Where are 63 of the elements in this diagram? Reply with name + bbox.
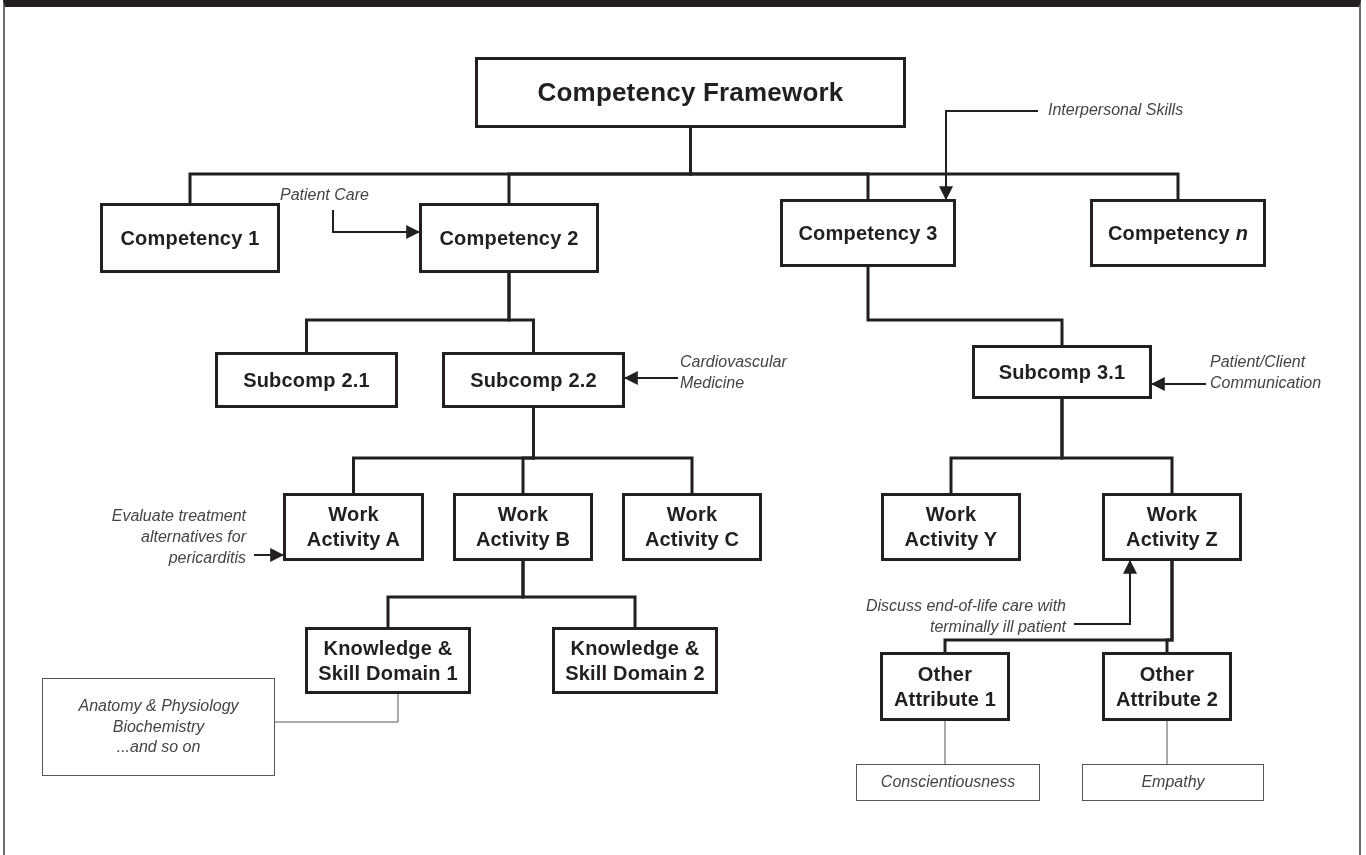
leader-line [1166,720,1168,765]
box-label: Competency 1 [120,225,260,251]
annotation-text: Discuss end-of-life care with terminally ill patient [826,596,1066,640]
process-box [1102,493,1242,561]
arrow [332,209,421,239]
process-box [622,493,762,561]
note-box [1082,764,1264,801]
note-box [856,764,1040,801]
box-label: Work Activity Z [1125,502,1219,552]
process-box [100,203,280,273]
box-text: Biochemistry [112,716,205,737]
connector-line [866,267,1064,345]
process-box [283,493,424,561]
arrow [939,110,1039,201]
box-label: Competency Framework [537,76,844,109]
process-box [475,57,906,128]
box-label: Work Activity C [643,502,741,552]
process-box [215,352,398,408]
box-label: Knowledge & Skill Domain 1 [317,635,459,686]
box-text: Anatomy & Physiology [78,695,239,716]
box-label: Subcomp 2.2 [470,367,597,393]
box-label: Knowledge & Skill Domain 2 [564,635,706,686]
connector-line [1165,561,1174,652]
box-label: Competency n [1107,220,1249,246]
process-box [453,493,593,561]
box-label: Work Activity Y [903,502,999,552]
arrow [1150,377,1207,391]
box-label: Competency 3 [798,220,938,246]
process-box [881,493,1021,561]
annotation-text: Evaluate treatment alternatives for pericarditis [70,506,246,574]
arrow [623,371,679,385]
box-label: Competency 2 [439,225,579,251]
process-box [1090,199,1266,267]
box-label: Other Attribute 2 [1114,661,1220,712]
process-box [972,345,1152,399]
note-box [42,678,275,776]
process-box [880,652,1010,721]
box-label: Other Attribute 1 [892,661,998,712]
process-box [552,627,718,694]
box-label: Subcomp 2.1 [243,367,370,393]
connector-line [507,273,535,352]
arrow [253,548,285,562]
annotation-text: Patient/Client Communication [1210,352,1362,398]
box-text: Conscientiousness [880,772,1016,793]
connector-line [521,561,637,627]
process-box [442,352,625,408]
box-label: Subcomp 3.1 [998,359,1126,385]
box-label: Work Activity A [305,502,402,552]
connector-line [1060,399,1174,493]
annotation-text: Cardiovascular Medicine [680,352,810,398]
annotation-text: Patient Care [280,185,392,207]
box-label: Work Activity B [474,502,572,552]
annotation-text: Interpersonal Skills [1048,100,1228,122]
leader-line [274,693,399,723]
box-text: ...and so on [116,737,201,758]
arrow [1073,559,1137,625]
leader-line [944,720,946,765]
process-box [1102,652,1232,721]
process-box [780,199,956,267]
process-box [305,627,471,694]
box-text: Empathy [1141,772,1205,793]
connector-line [532,408,694,493]
process-box [419,203,599,273]
